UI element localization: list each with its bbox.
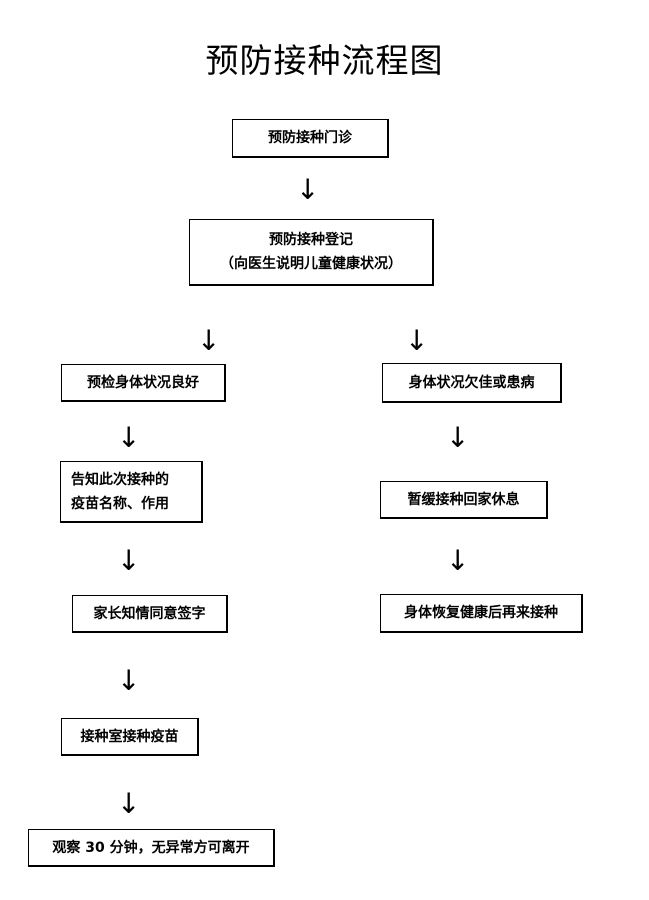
arrow-good-to-inform: ↓: [117, 421, 141, 454]
node-good-health: 预检身体状况良好: [61, 364, 226, 402]
arrow-clinic-to-register: ↓: [296, 173, 320, 206]
node-observe: 观察 30 分钟，无异常方可离开: [28, 829, 275, 867]
node-registration-line2: （向医生说明儿童健康状况）: [220, 256, 402, 272]
node-registration-line1: 预防接种登记: [269, 232, 353, 248]
arrow-inform-to-consent: ↓: [117, 544, 141, 577]
node-clinic: 预防接种门诊: [232, 119, 389, 158]
node-registration: 预防接种登记 （向医生说明儿童健康状况）: [189, 219, 434, 286]
arrow-register-to-poor: ↓: [405, 324, 429, 357]
node-recover: 身体恢复健康后再来接种: [380, 594, 583, 633]
arrow-vaccinate-to-observe: ↓: [117, 787, 141, 820]
arrow-register-to-good: ↓: [197, 324, 221, 357]
arrow-consent-to-vaccinate: ↓: [117, 664, 141, 697]
arrow-poor-to-postpone: ↓: [446, 421, 470, 454]
node-poor-health: 身体状况欠佳或患病: [382, 363, 562, 403]
node-poor-health-label: 身体状况欠佳或患病: [408, 374, 535, 391]
node-postpone: 暂缓接种回家休息: [380, 481, 548, 519]
diagram-title: 预防接种流程图: [205, 41, 444, 80]
node-consent: 家长知情同意签字: [72, 595, 228, 633]
node-observe-label: 观察 30 分钟，无异常方可离开: [52, 839, 250, 856]
arrow-postpone-to-recover: ↓: [446, 544, 470, 577]
node-good-health-label: 预检身体状况良好: [87, 374, 199, 391]
node-clinic-label: 预防接种门诊: [268, 130, 352, 146]
node-inform: 告知此次接种的 疫苗名称、作用: [60, 461, 203, 523]
node-inform-line1: 告知此次接种的: [71, 471, 169, 488]
node-consent-label: 家长知情同意签字: [93, 605, 206, 622]
node-vaccinate-label: 接种室接种疫苗: [80, 728, 179, 745]
node-vaccinate: 接种室接种疫苗: [61, 718, 199, 756]
node-inform-line2: 疫苗名称、作用: [71, 495, 169, 512]
node-postpone-label: 暂缓接种回家休息: [407, 491, 520, 508]
node-recover-label: 身体恢复健康后再来接种: [404, 605, 558, 621]
